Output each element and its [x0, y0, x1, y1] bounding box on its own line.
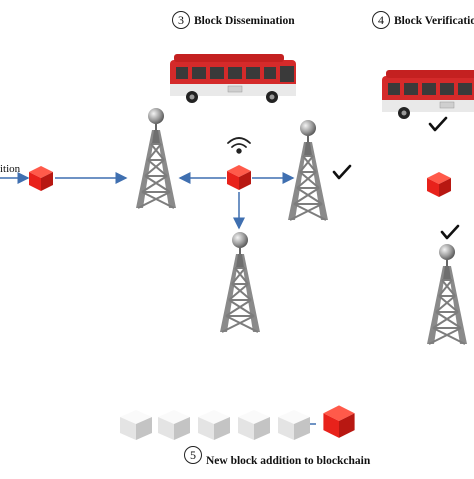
wifi-icon [227, 137, 251, 154]
bus-icon-dissemination [169, 53, 297, 104]
check-icon-verification-bus [428, 116, 448, 132]
block-cube-icon-disseminated [227, 165, 251, 190]
left-cut-label: ition [0, 163, 21, 175]
step-4-text: Block Verification [394, 15, 474, 27]
tower-icon-right [287, 119, 329, 221]
step-3-text: Block Dissemination [194, 15, 295, 27]
step-5-text: New block addition to blockchain [206, 455, 371, 467]
block-cube-icon-verifying [427, 172, 451, 197]
step-3-label: 3 Block Dissemination [172, 11, 295, 29]
tower-icon-far-right [426, 243, 468, 345]
step-4-label: 4 Block Verification [372, 11, 474, 29]
check-icon-right-tower [332, 164, 352, 180]
chain-block-icon [238, 410, 270, 440]
chain-block-icon [278, 410, 310, 440]
step-4-number: 4 [372, 11, 390, 29]
block-cube-icon-incoming [29, 166, 53, 191]
chain-block-icon [158, 410, 190, 440]
bus-icon-verification [381, 69, 474, 120]
check-icon-far-right-tower [440, 224, 460, 240]
tower-icon-left [135, 107, 177, 209]
tower-icon-bottom [219, 231, 261, 333]
blockchain-cubes [120, 410, 310, 440]
chain-block-icon [120, 410, 152, 440]
step-5-number-wrap: 5 [184, 446, 206, 464]
step-5-number: 5 [184, 446, 202, 464]
step-3-number: 3 [172, 11, 190, 29]
chain-block-icon [198, 410, 230, 440]
block-cube-icon-new [323, 405, 355, 438]
